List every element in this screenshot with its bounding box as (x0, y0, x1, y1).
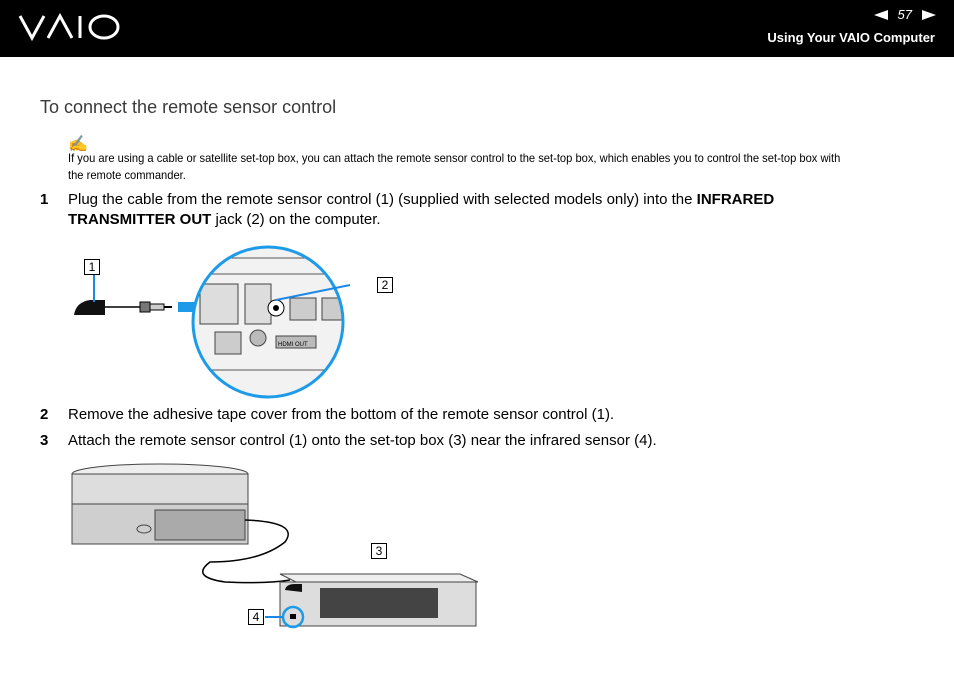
step-text-part: Plug the cable from the remote sensor co… (68, 191, 697, 208)
callout-1: 1 (84, 259, 100, 275)
section-title: Using Your VAIO Computer (767, 30, 935, 45)
page-number: 57 (897, 7, 912, 22)
note-text: If you are using a cable or satellite se… (68, 151, 841, 182)
step-text: Remove the adhesive tape cover from the … (68, 406, 615, 423)
callout-3: 3 (371, 543, 387, 559)
pencil-note-icon: ✍ (68, 136, 88, 153)
step-text: Plug the cable from the remote sensor co… (68, 190, 868, 230)
callout-4: 4 (248, 609, 264, 625)
step-number: 1 (40, 191, 49, 208)
page-header: 57 Using Your VAIO Computer (0, 0, 954, 57)
previous-page-icon[interactable] (873, 9, 888, 20)
hdmi-label: HDMI OUT (278, 342, 308, 348)
callout-2: 2 (377, 277, 393, 293)
step-number: 2 (40, 406, 49, 423)
step-text: Attach the remote sensor control (1) ont… (68, 432, 657, 449)
page-navigation: 57 (873, 7, 936, 22)
section-heading: To connect the remote sensor control (40, 97, 337, 117)
step-bold-text: INFRARED TRANSMITTER OUT (68, 191, 775, 228)
figure-attach-sensor (71, 463, 479, 629)
step-text-part: jack (2) on the computer. (211, 211, 381, 228)
next-page-icon[interactable] (922, 9, 936, 20)
figure-connect-sensor: HDMI OUT (74, 245, 351, 399)
vaio-logo (18, 12, 120, 42)
step-number: 3 (40, 432, 49, 449)
